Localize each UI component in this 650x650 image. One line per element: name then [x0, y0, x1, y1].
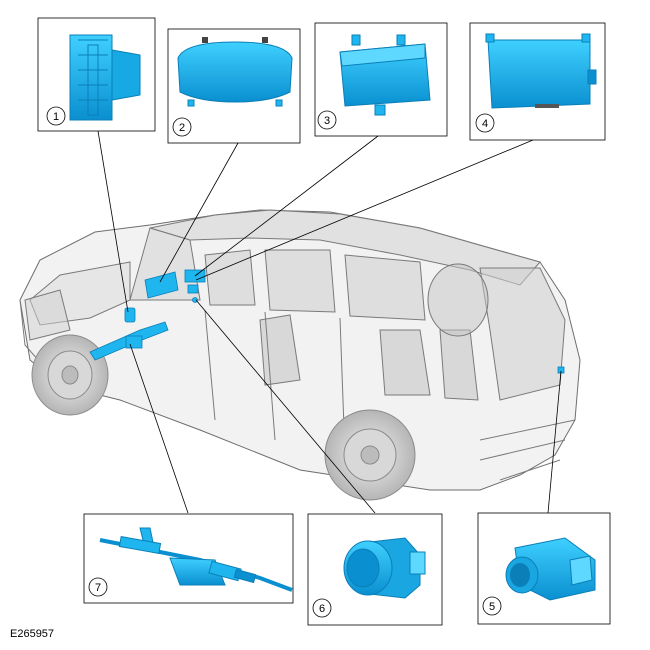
parking-sensor-icon [343, 537, 426, 599]
module-connector-block-icon [69, 34, 141, 121]
leader-lines [97, 130, 562, 514]
control-module-icon [339, 34, 431, 116]
callout-number-4: 4 [482, 118, 488, 130]
callout-number-6: 6 [319, 603, 325, 615]
callout-number-7: 7 [95, 582, 101, 594]
callout-box-7: 7 [83, 513, 294, 604]
in-vehicle-module-4 [187, 284, 199, 294]
in-vehicle-steering-motor [125, 335, 143, 349]
callout-box-4: 4 [469, 22, 606, 141]
callout-box-3: 3 [314, 22, 448, 137]
callout-box-6: 6 [307, 513, 443, 626]
instrument-cluster-icon [177, 37, 293, 107]
in-vehicle-module-1 [124, 307, 136, 323]
callout-number-1: 1 [53, 111, 59, 123]
callout-box-5: 5 [477, 512, 611, 625]
callout-number-3: 3 [324, 115, 330, 127]
callout-number-5: 5 [489, 601, 495, 613]
in-vehicle-cluster-2 [144, 271, 179, 299]
callout-number-2: 2 [179, 122, 185, 134]
in-vehicle-components [89, 269, 565, 374]
steering-gear-icon [99, 527, 293, 592]
rear-wheel [324, 409, 416, 501]
in-vehicle-sensor-6 [192, 297, 198, 303]
callout-box-1: 1 [37, 17, 156, 132]
front-wheel [31, 334, 109, 416]
flat-control-module-icon [485, 33, 597, 109]
rear-camera-icon [505, 537, 596, 601]
figure-id: E265957 [10, 628, 55, 640]
callout-box-2: 2 [167, 28, 301, 144]
